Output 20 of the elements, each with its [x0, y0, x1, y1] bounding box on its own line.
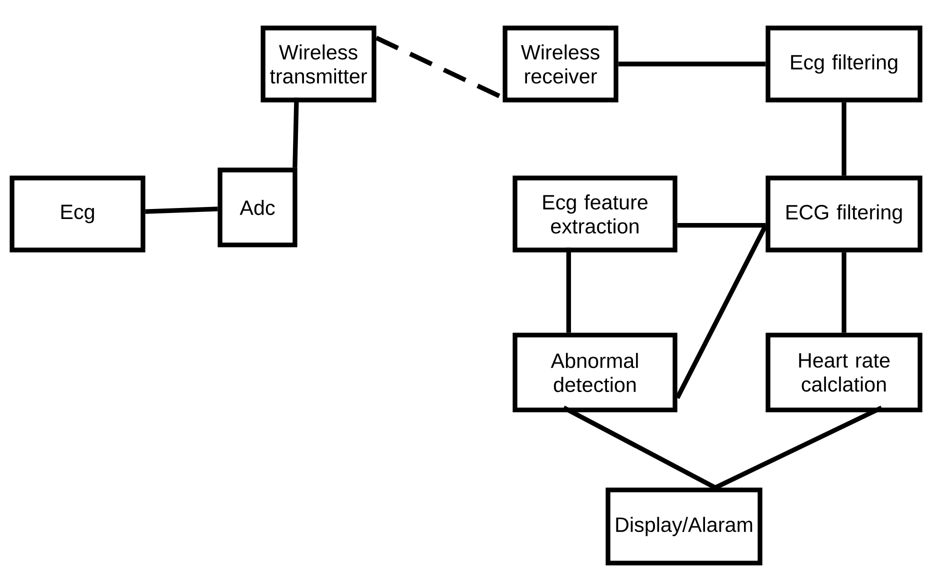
connector-line [562, 406, 716, 490]
connector-line [292, 98, 299, 168]
process-box: Ecg feature extraction [512, 176, 678, 252]
process-box: Heart rate calclation [766, 332, 922, 412]
connector-line [566, 248, 571, 333]
process-box: Ecg [10, 176, 146, 252]
process-box: Wireless transmitter [260, 26, 376, 102]
connector-line [842, 102, 846, 176]
connector-line [842, 252, 846, 333]
connector-line [618, 62, 766, 66]
process-box: Abnormal detection [512, 332, 678, 412]
process-box: Adc [218, 168, 298, 248]
connector-line [714, 406, 883, 490]
process-box: Display/Alaram [606, 488, 762, 566]
connector-line [677, 223, 766, 228]
process-box: ECG filtering [766, 176, 922, 252]
process-box: Ecg filtering [766, 26, 922, 102]
connector-line [145, 206, 218, 214]
process-box: Wireless receiver [502, 26, 618, 102]
connector-line [675, 224, 768, 400]
